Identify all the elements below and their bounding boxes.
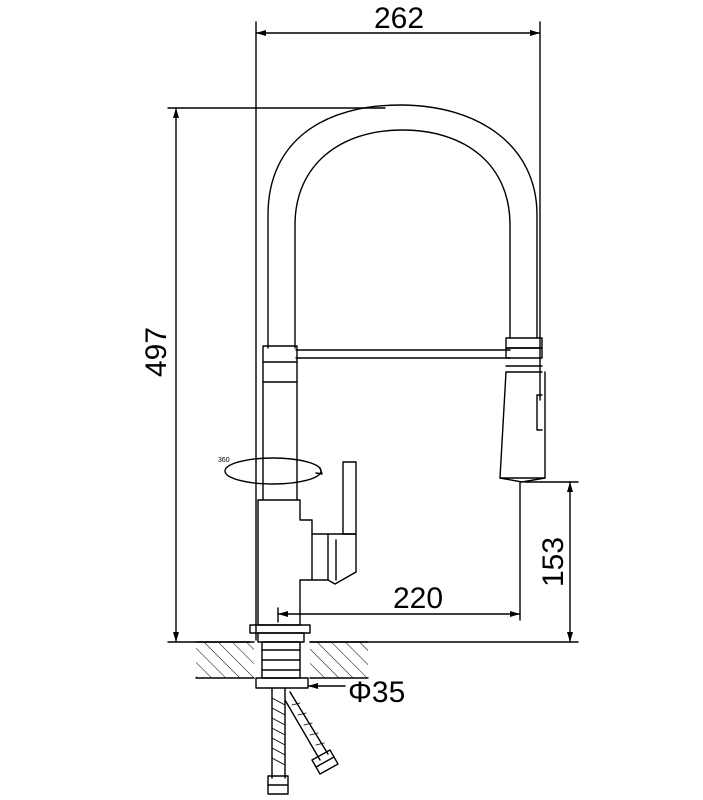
- dimension-label-spray-height: 153: [537, 537, 570, 587]
- countertop: [195, 641, 369, 679]
- dimension-height-497: [167, 107, 386, 643]
- dimension-reach-220: [277, 481, 521, 623]
- spray-head: [499, 337, 546, 483]
- dimension-arrows: [173, 30, 573, 689]
- rotation-indicator: [224, 457, 323, 485]
- dimension-width-262: [255, 21, 541, 641]
- faucet-body: [249, 345, 313, 643]
- lever-handle: [311, 461, 357, 585]
- supply-hoses: [267, 687, 339, 795]
- dimension-label-hole-diameter: Φ35: [348, 676, 405, 709]
- dimension-label-height: 497: [140, 327, 173, 377]
- dimension-label-reach: 220: [393, 582, 443, 615]
- gooseneck-spout: [267, 104, 538, 349]
- dimension-label-width: 262: [374, 2, 424, 35]
- holder-bar: [295, 349, 511, 359]
- rotation-label: 360: [218, 457, 230, 464]
